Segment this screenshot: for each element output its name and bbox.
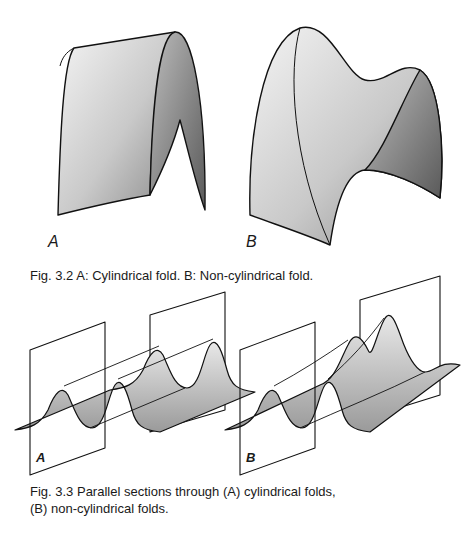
cylindrical-fold-sections	[15, 292, 255, 475]
figure-caption: Fig. 3.2 A: Cylindrical fold. B: Non-cyl…	[30, 268, 460, 285]
figure-letter: A	[48, 232, 59, 253]
figure-letter: B	[246, 232, 257, 253]
cylindrical-fold	[58, 32, 205, 215]
non-cylindrical-fold-sections	[225, 276, 460, 475]
figure-letter: B	[246, 450, 255, 467]
figure-caption: Fig. 3.3 Parallel sections through (A) c…	[30, 484, 350, 518]
figure-letter: A	[36, 450, 45, 467]
non-cylindrical-fold	[250, 27, 442, 245]
